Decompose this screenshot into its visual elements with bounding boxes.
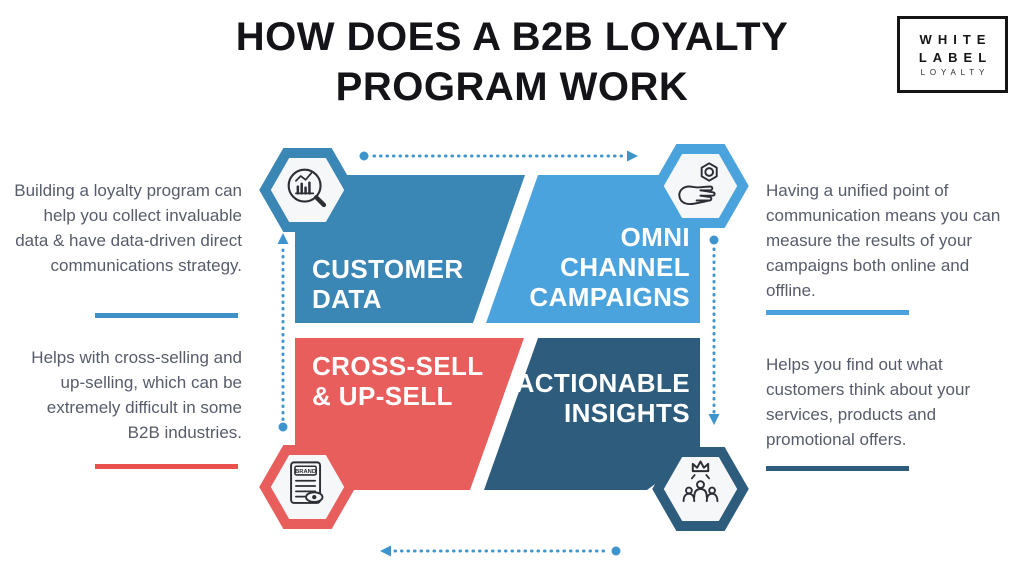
logo-word-loyalty: LOYALTY bbox=[920, 68, 990, 77]
hexagon-customer-data bbox=[259, 148, 356, 232]
hand-gear-icon bbox=[678, 162, 718, 206]
accent-bar-blue bbox=[95, 313, 238, 318]
label-line: INSIGHTS bbox=[564, 398, 690, 428]
label-line: & UP-SELL bbox=[312, 381, 453, 411]
flow-arrow-top bbox=[359, 150, 638, 162]
label-line: CHANNEL bbox=[560, 252, 690, 282]
logo-word-label: LABEL bbox=[918, 50, 993, 65]
chart-magnifier-icon bbox=[287, 168, 327, 208]
page-title-line1: HOW DOES A B2B LOYALTY bbox=[235, 15, 789, 59]
label-omni-channel-campaigns: OMNI CHANNEL CAMPAIGNS bbox=[529, 222, 690, 312]
label-line: CUSTOMER bbox=[312, 254, 464, 284]
note-customer-data: Building a loyalty program can help you … bbox=[14, 181, 242, 275]
label-line: CAMPAIGNS bbox=[529, 282, 690, 312]
hexagon-actionable-insights bbox=[652, 447, 749, 531]
page-title-line2: PROGRAM WORK bbox=[335, 65, 689, 109]
flow-arrow-left bbox=[277, 233, 289, 432]
hexagon-cross-sell: BRAND bbox=[259, 445, 356, 529]
note-insights: Helps you find out what customers think … bbox=[766, 355, 971, 449]
logo-word-white: WHITE bbox=[919, 32, 992, 47]
label-line: CROSS-SELL bbox=[312, 351, 484, 381]
accent-bar-light-blue bbox=[766, 310, 909, 315]
influencer-crown-icon bbox=[682, 460, 719, 503]
brand-document-icon: BRAND bbox=[290, 461, 324, 504]
label-line: ACTIONABLE bbox=[515, 368, 690, 398]
brand-doc-label: BRAND bbox=[295, 469, 316, 475]
label-line: DATA bbox=[312, 284, 382, 314]
note-cross-sell: Helps with cross-selling and up-selling,… bbox=[31, 348, 242, 442]
label-actionable-insights: ACTIONABLE INSIGHTS bbox=[516, 368, 690, 428]
hexagon-omni-channel bbox=[652, 144, 749, 228]
page-title: HOW DOES A B2B LOYALTY PROGRAM WORK bbox=[0, 12, 1024, 112]
accent-bar-red bbox=[95, 464, 238, 469]
label-customer-data: CUSTOMER DATA bbox=[312, 254, 464, 314]
white-label-loyalty-logo: WHITE LABEL LOYALTY bbox=[897, 16, 1008, 93]
label-cross-sell-up-sell: CROSS-SELL & UP-SELL bbox=[312, 351, 484, 411]
note-omni-channel: Having a unified point of communication … bbox=[766, 181, 1001, 300]
flow-arrow-bottom bbox=[380, 545, 621, 557]
accent-bar-navy bbox=[766, 466, 909, 471]
flow-arrow-right bbox=[708, 235, 720, 425]
